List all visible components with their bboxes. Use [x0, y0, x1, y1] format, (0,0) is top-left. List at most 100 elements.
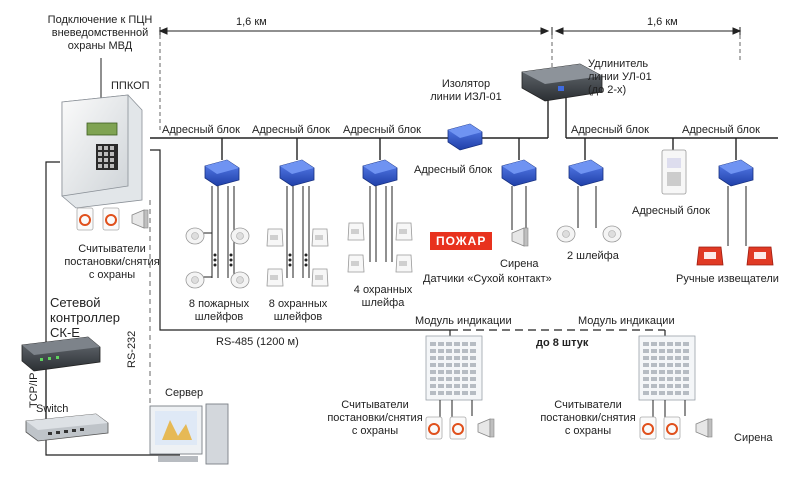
indicator-cell — [462, 370, 468, 374]
readers-top-label: Считыватели постановки/снятия с охраны — [64, 243, 160, 281]
indicator-cell — [446, 391, 452, 395]
indicator-cell — [659, 384, 665, 388]
indicator-cell — [667, 377, 673, 381]
indicator-cell — [683, 342, 689, 346]
fire-sign: ПОЖАР — [430, 232, 493, 250]
extender-device — [521, 63, 603, 102]
readers-bottom-2-label: Считыватели постановки/снятия с охраны — [540, 399, 636, 437]
loop-dots — [213, 253, 308, 267]
indicator-cell — [454, 356, 460, 360]
guard-loops-4-label: 4 охранных шлейфа — [353, 284, 413, 309]
address-block-5 — [568, 159, 604, 187]
indicator-cell — [651, 384, 657, 388]
indicator-cell — [651, 342, 657, 346]
indicator-cell — [659, 342, 665, 346]
address-block-7 — [718, 159, 754, 187]
module-1-devices — [425, 416, 495, 440]
manual-call-points — [696, 246, 774, 266]
indicator-cell — [643, 391, 649, 395]
indicator-cell — [438, 384, 444, 388]
indicator-cell — [454, 391, 460, 395]
indicator-cell — [470, 356, 476, 360]
indicator-cell — [430, 349, 436, 353]
indicator-cell — [683, 391, 689, 395]
indicator-cell — [470, 349, 476, 353]
rs485-label: RS-485 (1200 м) — [216, 336, 299, 348]
server-label: Сервер — [165, 387, 204, 399]
module-1-label: Модуль индикации — [415, 315, 512, 327]
indicator-cell — [659, 349, 665, 353]
indicator-cell — [454, 384, 460, 388]
isolator-device — [447, 123, 483, 151]
network-switch — [25, 413, 109, 442]
guard-sensors-8 — [266, 228, 329, 287]
indicator-cell — [659, 377, 665, 381]
indicator-cell — [454, 349, 460, 353]
network-controller — [21, 336, 101, 372]
indicator-cell — [675, 370, 681, 374]
indicator-cell — [683, 384, 689, 388]
upto8-label: до 8 штук — [536, 337, 589, 349]
server-computer — [149, 403, 229, 465]
indicator-cell — [438, 377, 444, 381]
pcn-label: Подключение к ПЦН вневедомственной охран… — [47, 14, 153, 52]
indicator-cell — [438, 370, 444, 374]
fire-loops-label: 8 пожарных шлейфов — [188, 298, 250, 323]
siren-bottom-label: Сирена — [734, 432, 773, 444]
indicator-cell — [462, 363, 468, 367]
manual-label: Ручные извещатели — [676, 273, 779, 285]
indicator-cell — [454, 370, 460, 374]
indicator-cell — [651, 349, 657, 353]
indicator-cell — [438, 391, 444, 395]
indicator-cell — [683, 370, 689, 374]
indicator-cell — [430, 356, 436, 360]
indicator-cell — [446, 349, 452, 353]
address-block-2 — [279, 159, 315, 187]
indicator-cell — [667, 349, 673, 353]
indicator-cell — [643, 377, 649, 381]
address-block-label-5: Адресный блок — [571, 124, 649, 136]
indicator-cell — [651, 363, 657, 367]
indicator-cell — [643, 349, 649, 353]
two-loops-label: 2 шлейфа — [567, 250, 619, 262]
indicator-cell — [454, 363, 460, 367]
indicator-cell — [462, 342, 468, 346]
rs485-bus — [150, 149, 666, 336]
distance-1-label: 1,6 км — [236, 16, 267, 28]
indicator-cell — [462, 377, 468, 381]
address-block-label-7: Адресный блок — [682, 124, 760, 136]
indicator-cell — [675, 384, 681, 388]
indicator-cell — [667, 370, 673, 374]
indicator-cell — [462, 356, 468, 360]
indicator-cell — [462, 384, 468, 388]
indicator-cell — [651, 391, 657, 395]
indicator-cell — [643, 370, 649, 374]
module-2-devices — [639, 416, 713, 440]
indicator-cell — [651, 377, 657, 381]
indicator-cell — [675, 356, 681, 360]
indication-module-1 — [425, 335, 483, 401]
switch-label: Switch — [36, 403, 69, 415]
indicator-cell — [683, 349, 689, 353]
extender-label: Удлинитель линии УЛ-01 (до 2-х) — [588, 58, 652, 96]
indicator-cell — [430, 384, 436, 388]
indicator-cell — [438, 349, 444, 353]
indicator-cell — [446, 370, 452, 374]
network-lines — [45, 161, 180, 456]
guard-loops-8-label: 8 охранных шлейфов — [268, 298, 328, 323]
indicator-cell — [446, 377, 452, 381]
isolator-label: Изолятор линии ИЗЛ-01 — [430, 78, 502, 103]
indicator-cell — [438, 342, 444, 346]
controller-label: Сетевой контроллер СК-Е — [50, 295, 121, 340]
distance-guides — [159, 35, 741, 130]
indicator-cell — [438, 363, 444, 367]
module-wires — [439, 400, 686, 418]
indicator-cell — [430, 391, 436, 395]
indicator-cell — [446, 356, 452, 360]
indicator-cell — [454, 342, 460, 346]
indicator-cell — [675, 342, 681, 346]
readers-top — [76, 207, 149, 231]
indicator-cell — [454, 377, 460, 381]
indicator-cell — [470, 377, 476, 381]
